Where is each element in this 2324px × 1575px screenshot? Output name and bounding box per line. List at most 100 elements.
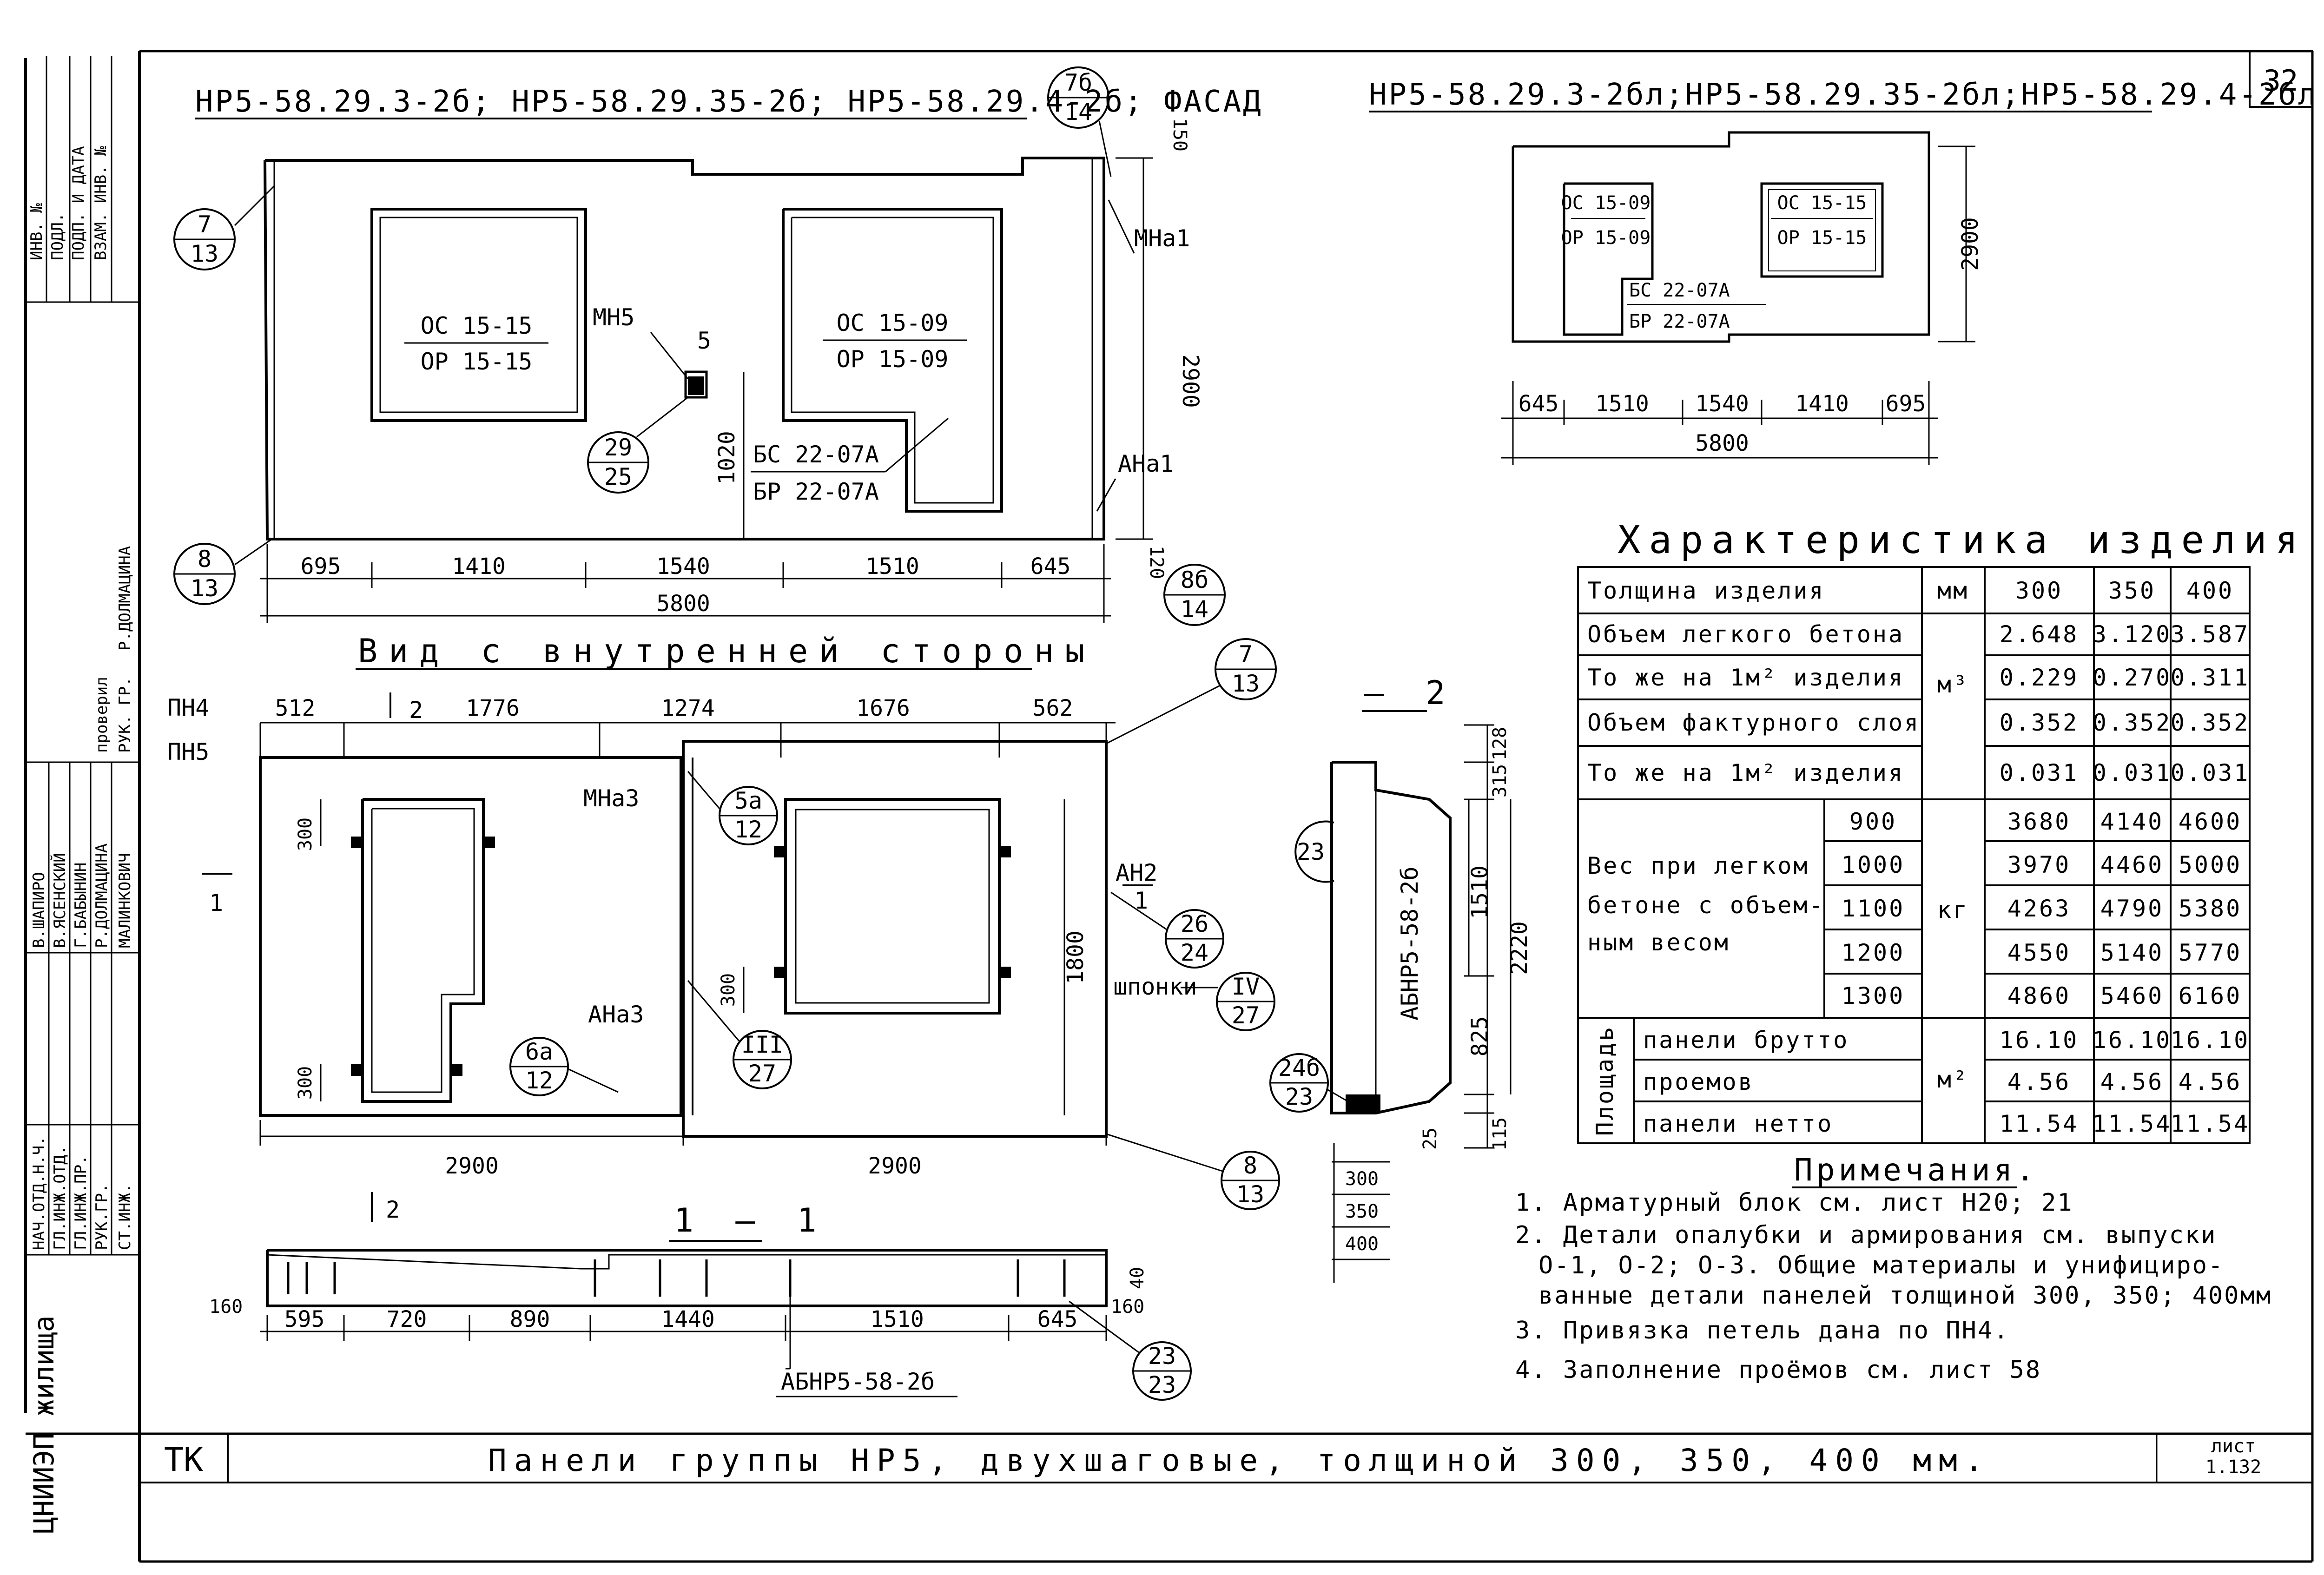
inner-view: Вид с внутренней стороны ПН4 ПН5 512 177… — [167, 632, 1218, 1223]
table-header: Толщина изделия — [1587, 577, 1825, 604]
stamp-proverka: проверил — [92, 677, 111, 753]
unit-label: м³ — [1937, 671, 1969, 698]
stamp-role: РУК.ГР. — [92, 1184, 111, 1250]
note-item: 4. Заполнение проёмов см. лист 58 — [1515, 1356, 2041, 1384]
note-item: ванные детали панелей толщиной 300, 350;… — [1538, 1282, 2272, 1310]
area-label: Площадь — [1591, 1025, 1618, 1136]
table-cell: 1200 — [1842, 939, 1905, 966]
stamp-name: В.ЯСЕНСКИЙ — [50, 853, 69, 948]
dimension: 1510 — [870, 1306, 924, 1332]
table-cell: панели брутто — [1643, 1027, 1849, 1054]
dimension: 1676 — [856, 695, 910, 721]
sheet-frame — [24, 50, 2314, 1563]
window-label: ОР 15-15 — [421, 348, 533, 375]
dimension: 315 — [1489, 764, 1511, 797]
stamp-top-col: ПОДП. И ДАТА — [69, 146, 88, 260]
table-cell: 0.031 — [2093, 759, 2172, 786]
mark-label: ПН5 — [167, 738, 209, 765]
svg-text:7: 7 — [198, 211, 211, 238]
table-cell: 4140 — [2100, 808, 2164, 835]
svg-text:5а: 5а — [734, 787, 762, 814]
table-header: мм — [1937, 577, 1969, 604]
facade-right: НР5-58.29.3-2бл;НР5-58.29.35-2бл;НР5-58.… — [1369, 78, 2324, 465]
mark-label: АН2 — [1116, 859, 1157, 886]
sheet-ref: 1.132 — [2205, 1456, 2261, 1478]
stamp-check-name: Р.ДОЛМАЦИНА — [116, 546, 134, 651]
table-cell: 5460 — [2100, 982, 2164, 1009]
dimension: 1440 — [661, 1306, 715, 1332]
dimension: 1410 — [452, 554, 506, 580]
svg-text:6а: 6а — [525, 1038, 553, 1065]
stamp-role: СТ.ИНЖ. — [116, 1184, 134, 1250]
dimension: 2900 — [1177, 354, 1203, 408]
dimension: 645 — [1519, 391, 1559, 417]
dimension: 115 — [1489, 1117, 1511, 1151]
table-cell: 0.031 — [2000, 759, 2079, 786]
dimension: 1020 — [714, 431, 740, 485]
svg-text:13: 13 — [191, 575, 218, 602]
table-title: Характеристика изделия — [1618, 518, 2306, 562]
table-cell: 0.311 — [2171, 664, 2250, 691]
stamp-top-col: ВЗАМ. ИНВ. № — [92, 146, 110, 260]
title-text: Панели группы НР5, двухшаговые, толщиной… — [488, 1443, 1991, 1478]
dimension: 300 — [295, 1066, 316, 1100]
mark-label: ПН4 — [167, 694, 209, 721]
dimension: 1274 — [661, 695, 715, 721]
svg-text:25: 25 — [604, 463, 632, 490]
weight-label: Вес при легком — [1587, 852, 1809, 879]
section-title: — 2 — [1364, 674, 1456, 712]
dimension: 1510 — [1595, 391, 1649, 417]
callout-23: 23 — [1294, 820, 1334, 883]
weight-label: ным весом — [1587, 929, 1730, 956]
sheet-ref-label: лист — [2211, 1436, 2256, 1457]
svg-text:23: 23 — [1285, 1083, 1313, 1110]
dimension: 160 — [1111, 1296, 1144, 1318]
dimension: 1510 — [865, 554, 919, 580]
facade-right-title: НР5-58.29.3-2бл;НР5-58.29.35-2бл;НР5-58.… — [1369, 78, 2324, 112]
section-title: 1 — 1 — [674, 1201, 828, 1239]
notes: Примечания. 1. Арматурный блок см. лист … — [1515, 1152, 2272, 1384]
svg-text:8б: 8б — [1181, 567, 1208, 593]
svg-text:24: 24 — [1181, 939, 1208, 966]
svg-text:8: 8 — [198, 546, 211, 573]
dimension: 300 — [295, 817, 316, 851]
mark-label: МН5 — [593, 304, 634, 331]
table-cell: 1100 — [1842, 895, 1905, 922]
dimension: 825 — [1467, 1016, 1493, 1057]
table-cell: 4263 — [2007, 895, 2071, 922]
dimension: 128 — [1489, 727, 1511, 760]
svg-text:23: 23 — [1148, 1343, 1176, 1370]
note-item: 3. Привязка петель дана по ПН4. — [1515, 1317, 2010, 1344]
svg-text:14: 14 — [1181, 596, 1208, 623]
mark-label: МНа3 — [583, 785, 639, 812]
svg-text:13: 13 — [191, 240, 218, 267]
mark-label: АБНР5-58-2б — [781, 1368, 935, 1395]
stamp-name: Р.ДОЛМАЦИНА — [92, 844, 111, 948]
stamp-top-col: ИНВ. № — [27, 203, 46, 260]
stamp-role: ГЛ.ИНЖ.ОТД. — [51, 1146, 69, 1250]
dimension: 562 — [1033, 695, 1073, 721]
table-cell: Объем фактурного слоя — [1587, 709, 1920, 736]
table-cell: 4460 — [2100, 851, 2164, 878]
dimension: 25 — [1419, 1127, 1441, 1150]
facade-left: НР5-58.29.3-2б; НР5-58.29.35-2б; НР5-58.… — [195, 85, 1261, 623]
table-cell: 900 — [1849, 808, 1897, 835]
window-label: ОС 15-15 — [1777, 192, 1867, 214]
table-cell: 4600 — [2179, 808, 2242, 835]
unit-label: кг — [1937, 896, 1969, 923]
dimension: 300 — [1345, 1168, 1379, 1190]
table-cell: проемов — [1643, 1068, 1754, 1095]
stamp-name: Г.БАБЫНИН — [72, 863, 90, 948]
door-label: БР 22-07А — [753, 478, 879, 505]
table-cell: 3680 — [2007, 808, 2071, 835]
table-cell: 1300 — [1842, 982, 1905, 1009]
table-cell: 0.352 — [2000, 709, 2079, 736]
